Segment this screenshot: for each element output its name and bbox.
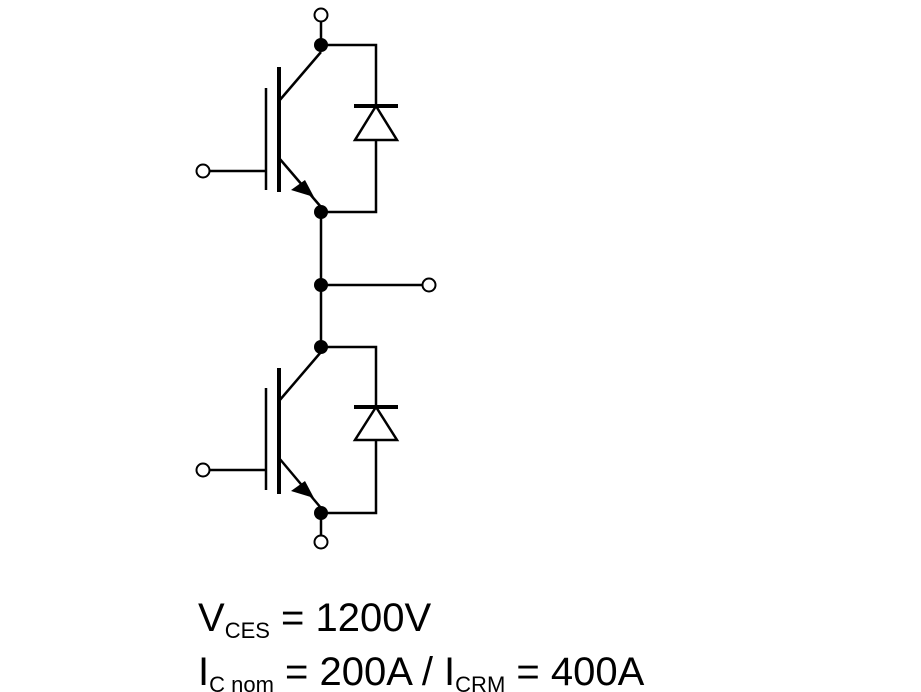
vces-symbol: V: [198, 596, 225, 640]
junction-dot: [314, 205, 328, 219]
ic-value: = 200A / I: [273, 650, 456, 692]
lower-emitter-arrow-icon: [291, 481, 314, 498]
terminal-dc-minus: [313, 534, 329, 550]
upper-collector: [278, 51, 322, 102]
spec-vces: VCES = 1200V: [198, 596, 432, 642]
upper-diode-triangle-icon: [352, 103, 400, 142]
icrm-subscript: CRM: [455, 672, 506, 692]
junction-dot: [314, 506, 328, 520]
spec-ic: IC nom = 200A / ICRM = 400A: [198, 652, 644, 692]
icrm-value: = 400A: [505, 650, 645, 692]
junction-dot: [314, 38, 328, 52]
vces-value: = 1200V: [269, 596, 432, 640]
ic-symbol: I: [198, 650, 210, 692]
ic-subscript: C nom: [209, 672, 274, 692]
upper-igbt: [210, 51, 322, 208]
junction-dot: [314, 340, 328, 354]
lower-freewheel-diode: [321, 345, 400, 515]
upper-emitter-arrow-icon: [291, 180, 314, 197]
junction-dot: [314, 278, 328, 292]
terminal-dc-plus: [313, 7, 329, 23]
lower-igbt: [210, 351, 322, 509]
lower-collector: [278, 351, 322, 402]
lower-diode-triangle-icon: [352, 404, 400, 442]
upper-emitter: [278, 157, 322, 208]
vces-subscript: CES: [224, 618, 270, 643]
terminal-output: [421, 277, 437, 293]
upper-freewheel-diode: [321, 43, 400, 214]
lower-emitter: [278, 457, 322, 509]
terminal-lower-gate: [195, 462, 211, 478]
terminal-upper-gate: [195, 163, 211, 179]
